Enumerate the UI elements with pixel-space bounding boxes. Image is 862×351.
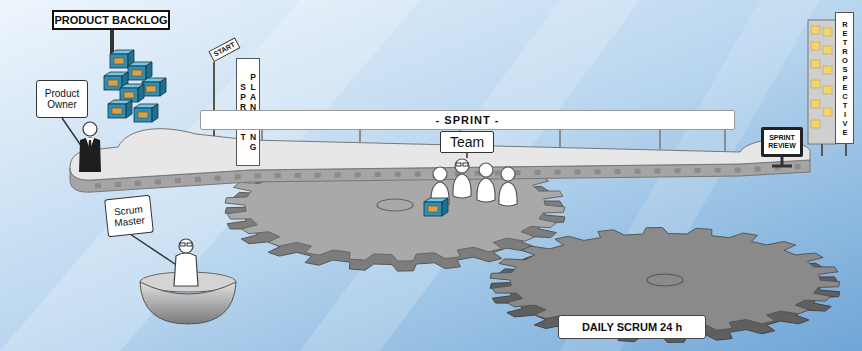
board-leg <box>821 144 823 156</box>
backlog-item <box>108 100 132 118</box>
glasses-lens <box>187 243 192 246</box>
sticky-note <box>823 46 832 54</box>
rail-post <box>559 130 561 147</box>
glasses <box>456 163 468 166</box>
gear-hub <box>377 199 413 211</box>
glasses-lens <box>456 163 461 166</box>
owner-tie <box>88 140 92 153</box>
team-member <box>499 167 517 206</box>
sprint-bar: - SPRINT - <box>200 110 735 130</box>
node-text: PRODUCT BACKLOG <box>54 14 167 26</box>
backlog-item <box>120 84 144 102</box>
owner-suit <box>79 138 101 173</box>
bowl <box>140 282 236 324</box>
node-text: DAILY SCRUM 24 h <box>582 321 682 333</box>
glasses-lens <box>463 163 468 166</box>
sticky-note <box>823 66 832 74</box>
glasses <box>180 243 192 246</box>
team-member <box>477 163 495 202</box>
node-text: RETROSPECTIVE <box>840 16 850 140</box>
node-text: Product Owner <box>38 88 86 110</box>
rail-post <box>261 130 263 141</box>
sticky-note <box>823 28 832 36</box>
backlog-label: PRODUCT BACKLOG <box>52 10 170 30</box>
node-text: Team <box>450 134 484 150</box>
backlog-item <box>134 104 158 122</box>
sign-pole <box>130 234 178 266</box>
backlog-item <box>128 62 152 80</box>
team-sign: Team <box>440 131 494 153</box>
board-panel <box>808 20 836 144</box>
role-sign: Scrum Master <box>104 195 154 238</box>
board-leg <box>845 144 847 156</box>
sticky-note <box>811 80 820 88</box>
node-text: START <box>212 41 236 59</box>
glasses-lens <box>180 243 185 246</box>
node-text: SPRINT REVIEW <box>764 134 800 150</box>
sticky-note <box>811 26 820 34</box>
sticky-notes <box>811 26 832 128</box>
role-sign: Product Owner <box>36 80 88 118</box>
team-member <box>453 159 471 198</box>
sticky-note <box>823 86 832 94</box>
sticky-note <box>811 100 820 108</box>
sticky-note <box>811 60 820 68</box>
master-body <box>174 253 198 286</box>
node-text: Scrum Master <box>107 203 151 229</box>
node-text: - SPRINT - <box>436 114 500 126</box>
sticky-note <box>823 108 832 116</box>
rail-post <box>659 130 661 149</box>
gear-hub <box>647 274 683 286</box>
retrospective-board: RETROSPECTIVE <box>835 12 854 144</box>
master-head <box>179 239 193 253</box>
rail-post <box>724 130 726 151</box>
owner-head <box>83 122 97 136</box>
review-monitor: SPRINT REVIEW <box>761 127 803 157</box>
rail-post <box>359 130 361 143</box>
daily-scrum-label: DAILY SCRUM 24 h <box>558 315 706 339</box>
sprint-item <box>424 198 448 216</box>
sticky-note <box>811 120 820 128</box>
backlog-item <box>142 78 166 96</box>
sticky-note <box>811 42 820 50</box>
monitor-base <box>772 165 792 168</box>
